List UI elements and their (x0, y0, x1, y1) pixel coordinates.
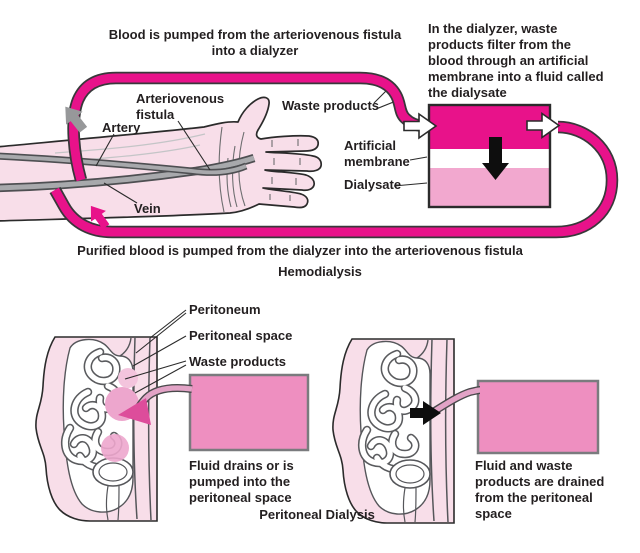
dialyzer-box (403, 103, 561, 209)
hemo-section-title: Hemodialysis (278, 264, 362, 279)
peritoneal-left-figure (36, 337, 310, 521)
dialysate-clouds (101, 368, 139, 462)
hemodialysis-illustration (0, 71, 619, 239)
hemo-top-caption: Blood is pumped from the arteriovenous f… (108, 27, 402, 59)
dialysate-compartment (429, 168, 550, 207)
dialyzer-note: In the dialyzer, waste products filter f… (428, 21, 604, 101)
dialysate-bag-fresh (188, 373, 310, 452)
arm-and-hand (0, 96, 323, 222)
vessels (0, 152, 256, 193)
hemo-bottom-caption: Purified blood is pumped from the dialyz… (77, 243, 523, 258)
dialysate-bag-drained (476, 379, 600, 455)
peritoneal-leader-lines (124, 309, 187, 394)
peritoneal-section-title: Peritoneal Dialysis (259, 507, 375, 522)
peritoneal-illustration (36, 309, 600, 523)
label-arteriovenous-fistula: Arteriovenous fistula (136, 91, 225, 123)
label-dialysate: Dialysate (344, 177, 402, 192)
hemo-leader-lines (95, 89, 428, 204)
filtration-down-arrow (482, 137, 509, 180)
outflow-arrow (410, 401, 441, 425)
label-artificial-membrane: Artificial membrane (344, 138, 410, 170)
peritoneal-left-caption: Fluid drains or is pumped into the perit… (189, 458, 294, 506)
label-peritoneal-space: Peritoneal space (189, 328, 293, 343)
outlet-flow-arrow (526, 111, 561, 140)
label-vein: Vein (134, 201, 161, 216)
label-waste-products-peritoneal: Waste products (189, 354, 287, 369)
label-artery: Artery (102, 120, 141, 135)
peritoneal-right-figure (333, 339, 600, 523)
inlet-flow-arrow (403, 112, 438, 140)
peritoneal-right-caption: Fluid and waste products are drained fro… (475, 458, 605, 522)
dialyzer-border (427, 103, 552, 209)
label-waste-products-hemo: Waste products (282, 98, 380, 113)
inflow-arrow (118, 398, 151, 425)
label-peritoneum: Peritoneum (189, 302, 261, 317)
